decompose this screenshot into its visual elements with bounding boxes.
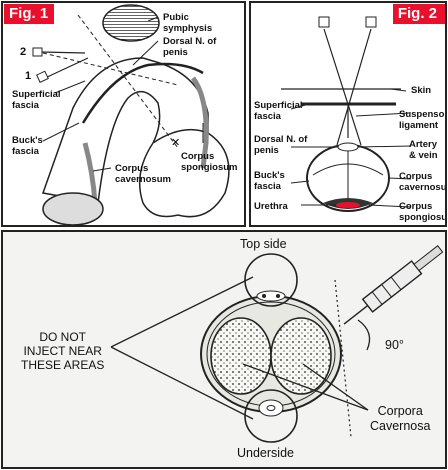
label-bucks-fascia: Buck's fascia [12, 135, 43, 157]
figure-1-panel: ✕ Fig. 1 Pubic symphysis Dorsal N. of pe… [1, 1, 246, 227]
angle-arc [358, 320, 370, 350]
label-corpus-cavernosum: Corpus cavernosum [399, 171, 447, 193]
label-superficial-fascia: Superficial fascia [254, 100, 303, 122]
label-superficial-fascia: Superficial fascia [12, 89, 61, 111]
label-angle: 90° [385, 338, 404, 353]
needle-2-hub [33, 48, 42, 56]
label-do-not-inject: DO NOT INJECT NEAR THESE AREAS [21, 330, 104, 372]
label-dorsal-nerve: Dorsal N. of penis [163, 36, 216, 58]
label-needle-1: 1 [25, 71, 31, 82]
needle-1 [45, 58, 88, 78]
label-top-side: Top side [240, 237, 287, 252]
corpus-cavernosum-left [211, 318, 271, 394]
syringe-plunger [414, 246, 443, 271]
figure-3-panel: Top side Underside DO NOT INJECT NEAR TH… [1, 230, 447, 469]
figure-2-tag: Fig. 2 [393, 4, 447, 24]
label-corpus-spongiosum: Corpus spongiosum [399, 201, 447, 223]
label-corpus-spongiosum: Corpus spongiosum [181, 151, 237, 173]
label-corpus-cavernosum: Corpus cavernosum [115, 163, 171, 185]
label-suspensory-ligament: Suspensory ligament [399, 109, 447, 131]
label-bucks-fascia: Buck's fascia [254, 170, 285, 192]
syringe-barrel [363, 261, 422, 312]
vessel-dot [262, 294, 266, 298]
syringe-needle [344, 306, 368, 324]
x-mark: ✕ [171, 137, 180, 149]
label-needle-2: 2 [20, 47, 26, 58]
corpus-cavernosum-right [271, 318, 331, 394]
label-corpora-cavernosa: Corpora Cavernosa [370, 404, 430, 434]
label-artery-vein: Artery & vein [409, 139, 438, 161]
dorsal-vessels [257, 291, 285, 301]
urethra-shape [336, 202, 360, 208]
label-dorsal-nerve: Dorsal N. of penis [254, 134, 307, 156]
needle-a-hub [319, 17, 329, 27]
artery-vein-shape [338, 143, 358, 151]
figure-2-panel: Fig. 2 Skin Superficial fascia Suspensor… [249, 1, 447, 227]
urethra-spongiosum [259, 400, 283, 416]
figure-1-tag: Fig. 1 [4, 4, 54, 24]
needle-b-hub [366, 17, 376, 27]
leader-line [358, 146, 411, 147]
glans-shape [43, 193, 103, 225]
label-urethra: Urethra [254, 201, 288, 212]
needle-2 [41, 52, 85, 53]
vessel-dot [276, 294, 280, 298]
pubic-symphysis-shape [103, 5, 159, 41]
needle-1-hub [37, 71, 49, 82]
syringe [339, 243, 445, 331]
label-skin: Skin [411, 85, 431, 96]
label-pubic-symphysis: Pubic symphysis [163, 12, 212, 34]
label-underside: Underside [237, 446, 294, 461]
